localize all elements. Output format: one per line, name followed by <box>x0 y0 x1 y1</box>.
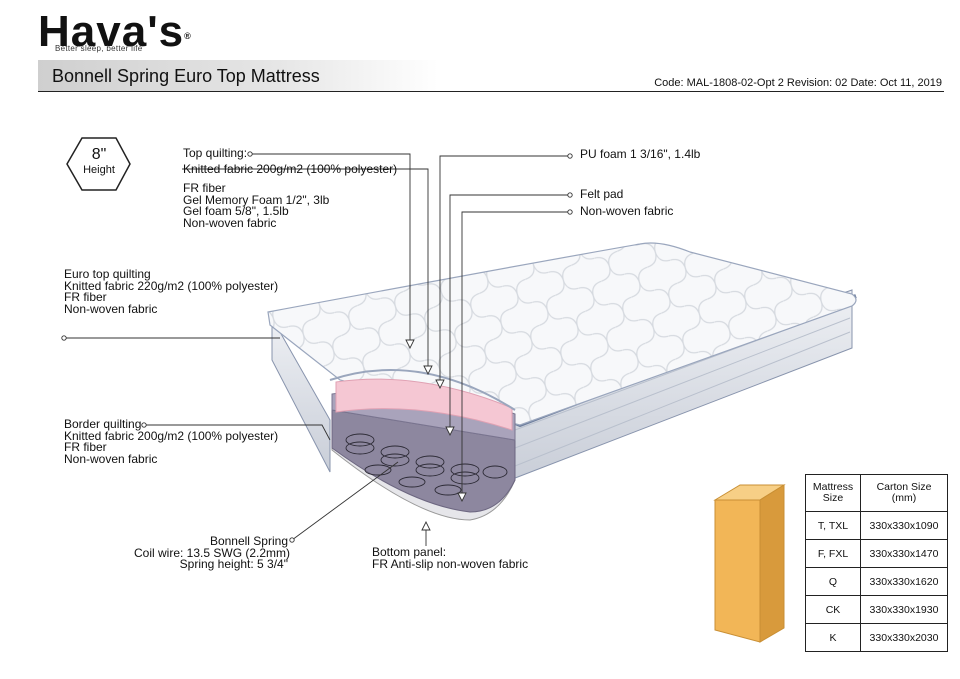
carton-size-cell: 330x330x1620 <box>860 567 948 596</box>
callout-line: Knitted fabric 220g/m2 (100% polyester) <box>64 278 279 293</box>
height-value: 8" <box>91 146 107 163</box>
cutaway-foam-layer <box>335 378 513 431</box>
carton-size-cell: 330x330x2030 <box>860 623 948 652</box>
callout-line: FR fiber <box>64 440 107 454</box>
callout-top-layers: FR fiber Gel Memory Foam 1/2", 3lb Gel f… <box>183 181 330 230</box>
callout-line: Coil wire: 13.5 SWG (2.2mm) <box>134 545 291 560</box>
mattress-size-cell: F, FXL <box>805 539 861 568</box>
callout-pu-foam: PU foam 1 3/16", 1.4lb <box>580 147 701 161</box>
callout-line: FR fiber <box>183 181 226 195</box>
mattress-size-cell: K <box>805 623 861 652</box>
carton-box-icon <box>713 484 786 643</box>
carton-size-cell: 330x330x1930 <box>860 595 948 624</box>
callout-felt-pad: Felt pad <box>580 187 624 201</box>
callout-bonnell-spring: Bonnell Spring Coil wire: 13.5 SWG (2.2m… <box>134 534 291 571</box>
callout-line: Gel Memory Foam 1/2", 3lb <box>183 192 330 207</box>
mattress-top-surface <box>267 242 857 426</box>
callout-line: Bottom panel: <box>372 545 447 559</box>
brand-name: Hava's <box>38 7 185 56</box>
mattress-side-left <box>271 316 331 473</box>
height-badge-hexagon <box>66 137 131 191</box>
height-label: Height <box>83 164 115 176</box>
callout-line: Non-woven fabric <box>64 301 158 316</box>
header-line: Size <box>822 492 844 504</box>
callout-line: Bonnell Spring <box>209 534 288 548</box>
callout-border-quilting: Border quilting Knitted fabric 200g/m2 (… <box>64 417 279 466</box>
callout-line: FR fiber <box>64 290 107 304</box>
mattress-size-cell: Q <box>805 567 861 596</box>
callout-line: Top quilting: <box>183 146 248 160</box>
cutaway-spring-core <box>331 409 516 513</box>
brand-tagline: Better sleep, better life <box>55 44 143 53</box>
page-title: Bonnell Spring Euro Top Mattress <box>52 66 320 86</box>
leader-dots <box>61 151 573 543</box>
leader-lines <box>64 153 570 546</box>
cutaway-top-edge <box>329 369 516 411</box>
callout-bottom-panel: Bottom panel: FR Anti-slip non-woven fab… <box>372 545 529 571</box>
leader-arrowheads <box>405 339 467 531</box>
callout-line: Spring height: 5 3/4" <box>179 557 288 571</box>
callout-line: Knitted fabric 200g/m2 (100% polyester) <box>64 428 279 443</box>
callout-line: FR Anti-slip non-woven fabric <box>372 556 529 571</box>
header-line: (mm) <box>891 492 917 504</box>
callout-line: Border quilting <box>64 417 142 431</box>
callout-line: Non-woven fabric <box>64 451 158 466</box>
header-line: Mattress <box>812 481 854 493</box>
registered-mark: ® <box>184 31 192 41</box>
carton-size-cell: 330x330x1470 <box>860 539 948 568</box>
title-bar <box>38 60 438 92</box>
header-carton-size: Carton Size(mm) <box>860 474 948 512</box>
brand-logo: Hava's® <box>38 10 192 54</box>
height-badge: 8" Height <box>70 146 128 176</box>
carton-size-cell: 330x330x1090 <box>860 511 948 540</box>
callout-line: Euro top quilting <box>64 267 151 281</box>
callout-euro-top: Euro top quilting Knitted fabric 220g/m2… <box>64 267 279 316</box>
callout-line: Non-woven fabric <box>183 215 277 230</box>
spring-coils <box>345 433 508 496</box>
callout-line: Knitted fabric 200g/m2 (100% polyester) <box>183 161 398 176</box>
callout-nonwoven-fabric: Non-woven fabric <box>580 204 674 218</box>
header-rule <box>38 91 944 92</box>
mattress-size-cell: CK <box>805 595 861 624</box>
callout-top-quilting: Top quilting: Knitted fabric 200g/m2 (10… <box>183 146 398 176</box>
mattress-size-cell: T, TXL <box>805 511 861 540</box>
header-line: Carton Size <box>876 481 932 493</box>
callout-line: Gel foam 5/8", 1.5lb <box>183 204 289 218</box>
document-meta: Code: MAL-1808-02-Opt 2 Revision: 02 Dat… <box>654 77 942 89</box>
